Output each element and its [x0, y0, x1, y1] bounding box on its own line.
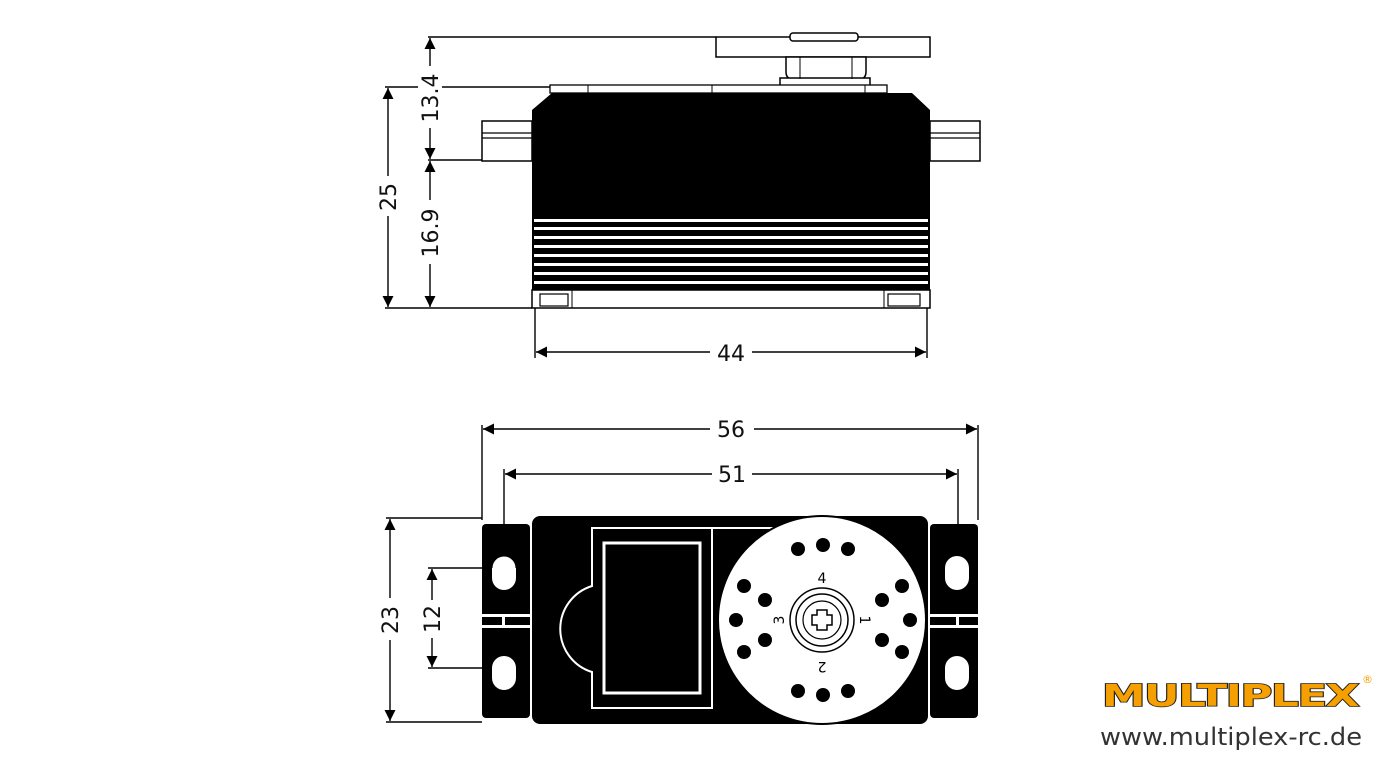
dim-hole-spacing: 51	[718, 463, 746, 488]
dim-upper-height: 13.4	[419, 74, 444, 123]
top-view: 56 51	[378, 416, 979, 725]
brand-block: MULTIPLEX ® www.multiplex-rc.de	[1100, 673, 1373, 751]
dim-case-height: 23	[379, 606, 404, 634]
side-view: 25 13.4 16.9 44	[376, 32, 981, 367]
spline-screw-icon	[811, 609, 833, 631]
dim-hole-vertical: 12	[421, 605, 446, 633]
left-mounting-ear	[481, 120, 533, 162]
brand-url: www.multiplex-rc.de	[1100, 723, 1362, 751]
horn-holes	[729, 538, 917, 702]
horn-label-4: 4	[818, 571, 827, 587]
multiplex-logo: MULTIPLEX	[1102, 679, 1359, 714]
dim-overall-width: 56	[717, 418, 745, 443]
servo-case-upper	[532, 93, 930, 216]
right-mounting-ear	[929, 120, 981, 162]
dim-side-width: 44	[717, 342, 745, 367]
dim-total-height: 25	[377, 183, 402, 211]
horn-label-2: 2	[818, 658, 827, 674]
registered-mark: ®	[1362, 673, 1373, 686]
horn-label-1: 1	[856, 616, 872, 625]
dim-lower-height: 16.9	[419, 209, 444, 258]
horn-label-3: 3	[772, 616, 788, 625]
